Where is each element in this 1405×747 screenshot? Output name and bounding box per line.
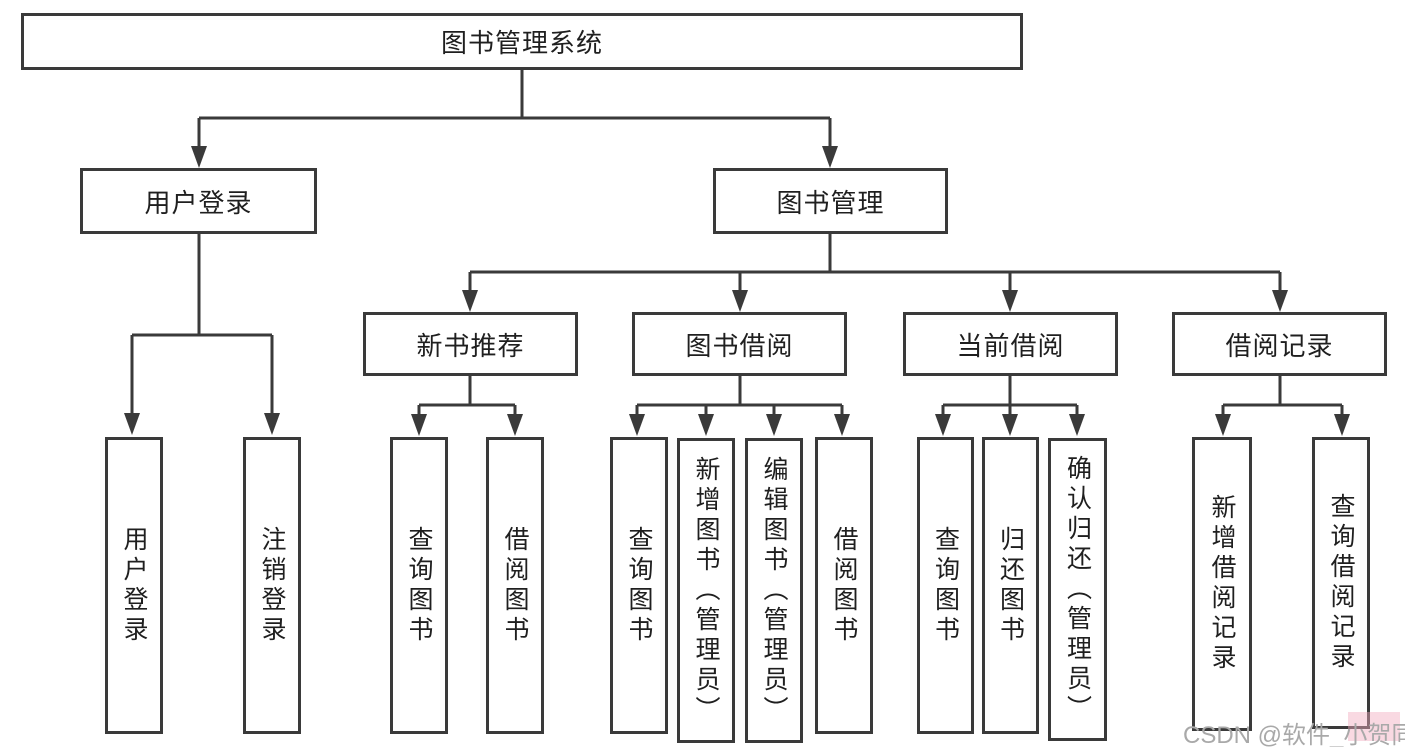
leaf-borrow-edit-book-admin: 编辑图书（管理员） xyxy=(745,438,803,743)
node-book-management: 图书管理 xyxy=(713,168,948,234)
leaf-current-query-book: 查询图书 xyxy=(917,437,974,734)
node-book-borrowing: 图书借阅 xyxy=(632,312,847,376)
watermark-text: CSDN @软件_小贺同学 xyxy=(1183,722,1405,747)
leaf-borrow-add-book-admin: 新增图书（管理员） xyxy=(677,438,735,743)
watermark-accent xyxy=(1348,712,1400,741)
arrowhead-icons xyxy=(124,146,1350,436)
node-user-login: 用户登录 xyxy=(80,168,317,234)
leaf-borrow-query-book: 查询图书 xyxy=(610,437,668,734)
leaf-current-confirm-return-admin: 确认归还（管理员） xyxy=(1048,438,1107,741)
tree-edges xyxy=(130,69,1344,417)
leaf-records-add-record: 新增借阅记录 xyxy=(1192,437,1252,731)
node-new-book-recommend: 新书推荐 xyxy=(363,312,578,376)
leaf-records-query-record: 查询借阅记录 xyxy=(1312,437,1370,729)
leaf-user-login: 用户登录 xyxy=(105,437,163,734)
leaf-borrow-borrow-book: 借阅图书 xyxy=(815,437,873,734)
leaf-newbook-borrow-book: 借阅图书 xyxy=(486,437,544,734)
node-borrow-records: 借阅记录 xyxy=(1172,312,1387,376)
leaf-current-return-book: 归还图书 xyxy=(982,437,1039,734)
leaf-logout: 注销登录 xyxy=(243,437,301,734)
node-library-management-system: 图书管理系统 xyxy=(21,13,1023,70)
node-current-borrowing: 当前借阅 xyxy=(903,312,1118,376)
leaf-newbook-query-book: 查询图书 xyxy=(390,437,448,734)
